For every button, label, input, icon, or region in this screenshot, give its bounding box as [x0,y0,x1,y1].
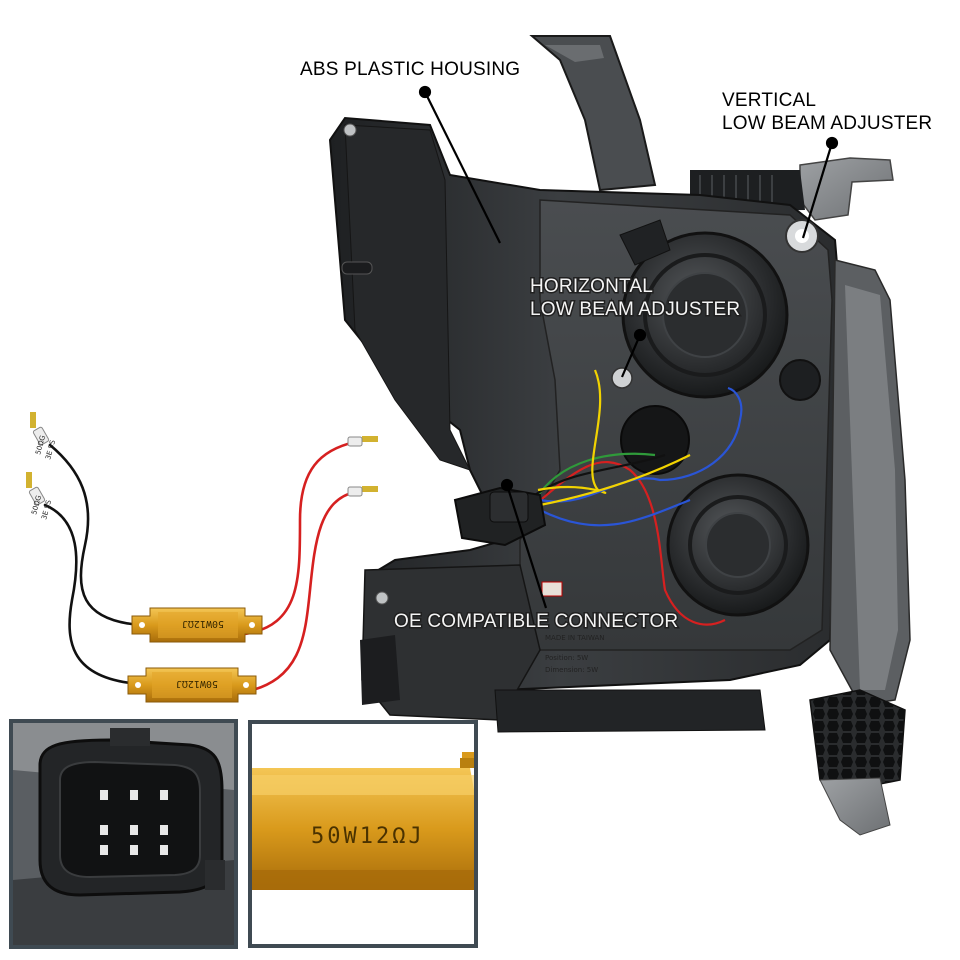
wire-terminals [26,412,378,506]
svg-text:Position: 5W: Position: 5W [545,654,588,662]
resistor-top-marking: 50W12ΩJ [182,618,224,629]
callout-leaders [418,85,839,609]
inset-connector-closeup [9,719,238,949]
headlight-housing: MADE IN TAIWAN Position: 5W Dimension: 5… [328,35,911,836]
resistor-wiring [43,440,357,694]
high-beam-bulb-cap [620,405,810,617]
wiring-harness [534,369,743,626]
load-resistor-top [131,607,263,643]
vertical-adjuster-knob [785,219,819,253]
svg-text:Dimension: 5W: Dimension: 5W [545,666,598,674]
svg-text:MADE IN TAIWAN: MADE IN TAIWAN [545,634,605,642]
load-resistor-bottom [127,667,257,703]
resistor-bottom-marking: 50W12ΩJ [176,678,218,689]
label-abs-plastic-housing: ABS PLASTIC HOUSING [300,59,520,80]
horizontal-adjuster-knob [611,367,633,389]
label-horizontal-adjuster-line2: LOW BEAM ADJUSTER [530,299,740,320]
label-vertical-adjuster-line2: LOW BEAM ADJUSTER [722,113,932,134]
label-horizontal-adjuster-line1: HORIZONTAL [530,276,653,297]
label-vertical-adjuster-line1: VERTICAL [722,90,816,111]
low-beam-bulb-cap [619,219,821,401]
inset-resistor-marking: 50W12ΩJ [311,824,425,849]
inset-resistor-closeup [248,720,478,948]
label-oe-compatible-connector: OE COMPATIBLE CONNECTOR [394,611,678,632]
